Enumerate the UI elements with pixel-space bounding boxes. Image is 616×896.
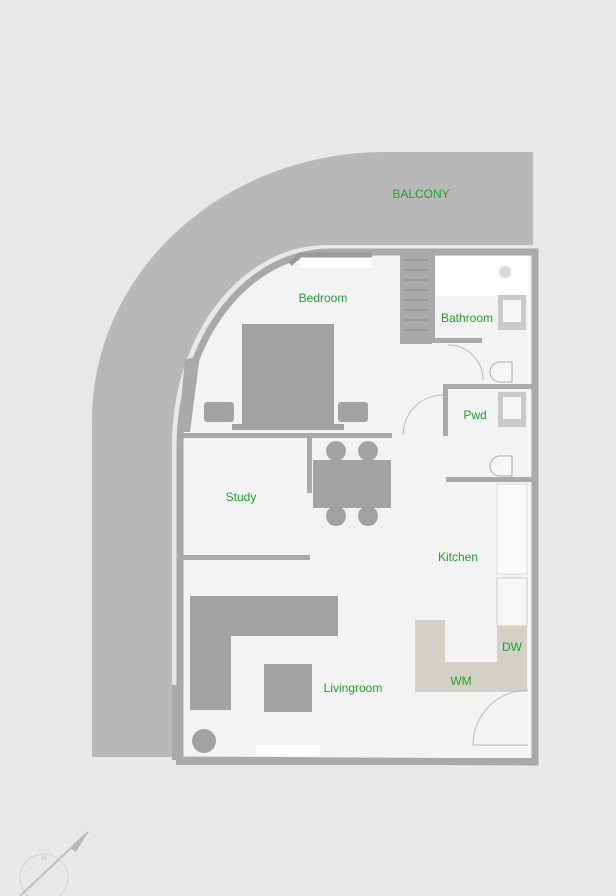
label-study: Study bbox=[226, 490, 257, 504]
sofa bbox=[190, 596, 338, 710]
balcony-area bbox=[92, 152, 533, 757]
sink-basin bbox=[503, 397, 521, 419]
wall-segment bbox=[172, 685, 182, 760]
headboard bbox=[232, 424, 344, 430]
coffee-table bbox=[264, 664, 312, 712]
kitchen-cabinets bbox=[496, 483, 528, 575]
chair bbox=[326, 506, 346, 526]
label-washing-machine: WM bbox=[450, 674, 471, 688]
interior-walls bbox=[180, 252, 535, 560]
label-dishwasher: DW bbox=[502, 640, 523, 654]
compass-icon: N bbox=[19, 831, 89, 896]
door-swing bbox=[447, 344, 484, 381]
curved-window bbox=[178, 355, 200, 432]
sink-basin bbox=[503, 300, 521, 322]
label-balcony: BALCONY bbox=[392, 187, 449, 201]
label-kitchen: Kitchen bbox=[438, 550, 478, 564]
nightstand-right bbox=[338, 402, 368, 422]
label-livingroom: Livingroom bbox=[324, 681, 383, 695]
exterior-wall-bottom bbox=[176, 758, 538, 765]
entry-door-swing bbox=[472, 689, 529, 746]
bathtub bbox=[436, 256, 528, 296]
plant bbox=[192, 729, 216, 753]
kitchen-sink bbox=[496, 577, 528, 627]
bed bbox=[242, 324, 334, 428]
label-pwd: Pwd bbox=[463, 408, 486, 422]
bedroom-window bbox=[300, 256, 372, 268]
wardrobe bbox=[404, 259, 428, 331]
label-bathroom: Bathroom bbox=[441, 311, 493, 325]
bathroom-toilet bbox=[489, 361, 513, 383]
pwd-toilet bbox=[489, 455, 513, 477]
nightstand-left bbox=[204, 402, 234, 422]
dining-table bbox=[313, 460, 391, 508]
door-swing bbox=[402, 394, 444, 436]
window-frame bbox=[288, 252, 372, 266]
living-window bbox=[256, 745, 320, 756]
chair bbox=[358, 506, 378, 526]
shower-head-icon bbox=[499, 266, 511, 278]
label-bedroom: Bedroom bbox=[299, 291, 348, 305]
chair bbox=[358, 441, 378, 461]
kitchen-counter bbox=[415, 620, 527, 692]
chair bbox=[326, 441, 346, 461]
compass-north: N bbox=[41, 855, 46, 862]
